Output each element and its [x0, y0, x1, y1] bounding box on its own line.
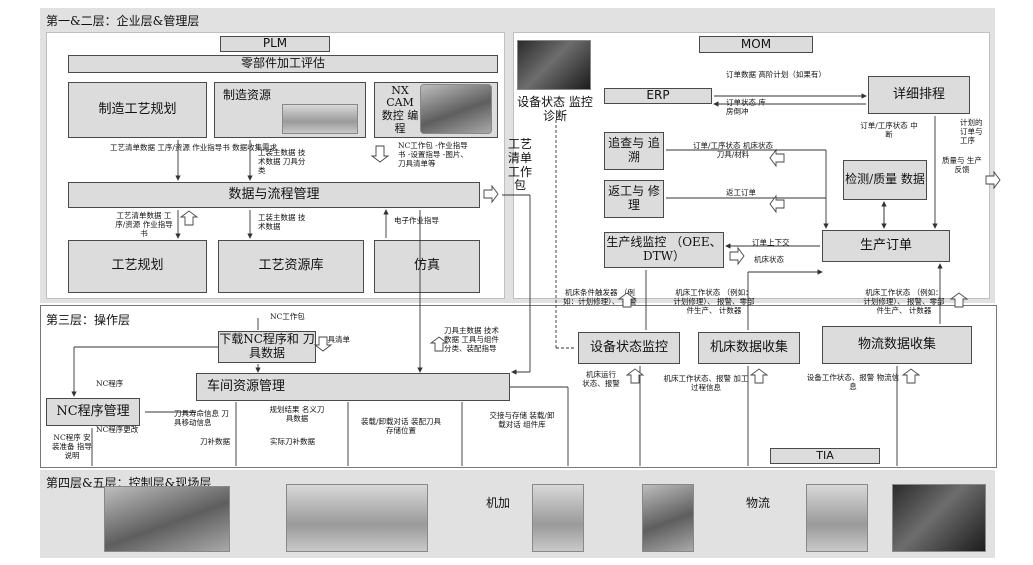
enterprise-layer-title: 第一&二层：企业层&管理层 [46, 14, 200, 28]
logistics-data-box: 物流数据收集 [822, 326, 972, 364]
machine-data-box: 机床数据收集 [698, 332, 800, 364]
label-machine-process: 机床工作状态、报警 加工过程信息 [663, 374, 749, 392]
field-photo-machine [532, 484, 584, 552]
label-tool-offset: 刀补数据 [200, 437, 230, 446]
manufacturing-planning-box: 制造工艺规划 [68, 82, 207, 138]
machining-label: 机加 [486, 496, 511, 510]
field-photo-operator [642, 484, 694, 552]
resource-library-box: 工艺资源库 [218, 240, 364, 293]
label-machine-trigger: 机床条件触发器 （例如：计划修理）、 报警 [563, 288, 637, 306]
label-machine-work-2: 机床工作状态 （例如：计划修理）、 报警、零部件生产、 计数器 [863, 288, 945, 315]
field-photo-conveyor [892, 484, 986, 552]
label-order-status: 订单状态 库房倒冲 [726, 98, 766, 116]
production-order-box: 生产订单 [822, 230, 950, 262]
label-machine-running: 机床运行 状态、报警 [582, 370, 620, 388]
part-evaluation-box: 零部件加工评估 [68, 55, 498, 73]
label-tooling-data-2: 工装主数据 技术数据 [258, 213, 306, 231]
label-tooling-data: 工装主数据 技术数据 刀具分类 [258, 148, 306, 175]
logistics-label: 物流 [746, 496, 771, 510]
trace-box: 追查与 追溯 [604, 132, 664, 170]
plm-box: PLM [220, 36, 330, 52]
device-diagnosis-label: 设备状态 监控诊断 [517, 95, 593, 124]
simulation-box: 仿真 [374, 240, 480, 293]
label-order-machine: 订单/工序状态 机床状态刀具/材料 [693, 141, 773, 159]
detailed-scheduling-box: 详细排程 [868, 76, 970, 114]
label-actual-offset: 实际刀补数据 [270, 437, 315, 446]
label-machine-status: 机床状态 [754, 255, 784, 264]
operations-layer-title: 第三层：操作层 [46, 313, 131, 327]
field-photo-robot [104, 486, 230, 552]
label-process-data: 工艺清单数据 工序/资源 作业指导书 数据收集需求 [110, 143, 278, 152]
erp-box: ERP [604, 88, 712, 104]
label-quality-feedback: 质量与 生产反馈 [942, 156, 982, 174]
line-monitoring-box: 生产线监控 （OEE、DTW） [604, 232, 724, 268]
label-process-data-2: 工艺清单数据 工序/资源 作业指导书 [115, 211, 173, 238]
device-diagnosis-photo [517, 40, 591, 90]
label-order-handover: 订单上下交 [752, 238, 790, 247]
device-monitor-box: 设备状态监控 [578, 332, 680, 364]
label-device-logistics: 设备工作状态、报警 物流信息 [806, 373, 900, 391]
nc-program-management-box: NC程序管理 [46, 398, 140, 426]
label-planning-result: 规划结果 名义刀具数据 [269, 405, 325, 423]
label-nc-work-package: NC工作包 [270, 312, 305, 321]
inspection-quality-box: 检测/质量 数据 [843, 160, 927, 200]
label-planned-orders: 计划的 订单与 工序 [960, 118, 983, 145]
field-photo-workshop [286, 484, 428, 552]
download-nc-box: 下载NC程序和 刀具数据 [218, 331, 316, 363]
label-handover-storage: 交接与存储 装载/卸载对话 组件库 [489, 411, 555, 429]
field-photo-agv [806, 484, 868, 552]
label-interrupt: 订单/工序状态 中断 [860, 121, 918, 139]
label-nc-change: NC程序更改 [96, 425, 139, 434]
process-planning-box: 工艺规划 [68, 240, 207, 293]
tia-box: TIA [770, 448, 880, 464]
tooling-photo [282, 104, 358, 134]
manufacturing-resource-label: 制造资源 [223, 88, 272, 102]
process-package-label: 工艺 清单 工作 包 [507, 137, 532, 193]
label-rework-order: 返工订单 [726, 188, 756, 197]
label-nc-setup: NC程序 安装准备 指导说明 [52, 433, 92, 460]
rework-box: 返工与 修理 [604, 180, 664, 218]
workshop-resource-box: 车间资源管理 [196, 373, 510, 401]
label-e-instruction: 电子作业指导 [394, 216, 439, 225]
label-load-unload: 装载/卸载对话 装配刀具存储位置 [361, 417, 441, 435]
label-nc-package: NC工作包 -作业指导书 -设置指导 -图片、刀具清单等 [398, 141, 468, 168]
label-tool-master: 刀具主数据 技术数据 工具与组件 分类、装配指导 [444, 326, 499, 353]
label-machine-work-1: 机床工作状态 （例如：计划修理）、 报警、零部件生产、 计数器 [673, 288, 755, 315]
label-tool-life: 刀具寿命信息 刀具移动信息 [174, 409, 229, 427]
label-order-data: 订单数据 高阶计划（如果有） [726, 70, 826, 79]
label-nc-program: NC程序 [96, 379, 124, 388]
mom-box: MOM [699, 36, 813, 53]
nx-cam-label: NX CAM 数控 编程 [381, 83, 419, 135]
cam-part-photo [420, 84, 492, 134]
label-tool-list: 刀具清单 [320, 335, 350, 344]
data-process-management-box: 数据与流程管理 [68, 182, 480, 208]
